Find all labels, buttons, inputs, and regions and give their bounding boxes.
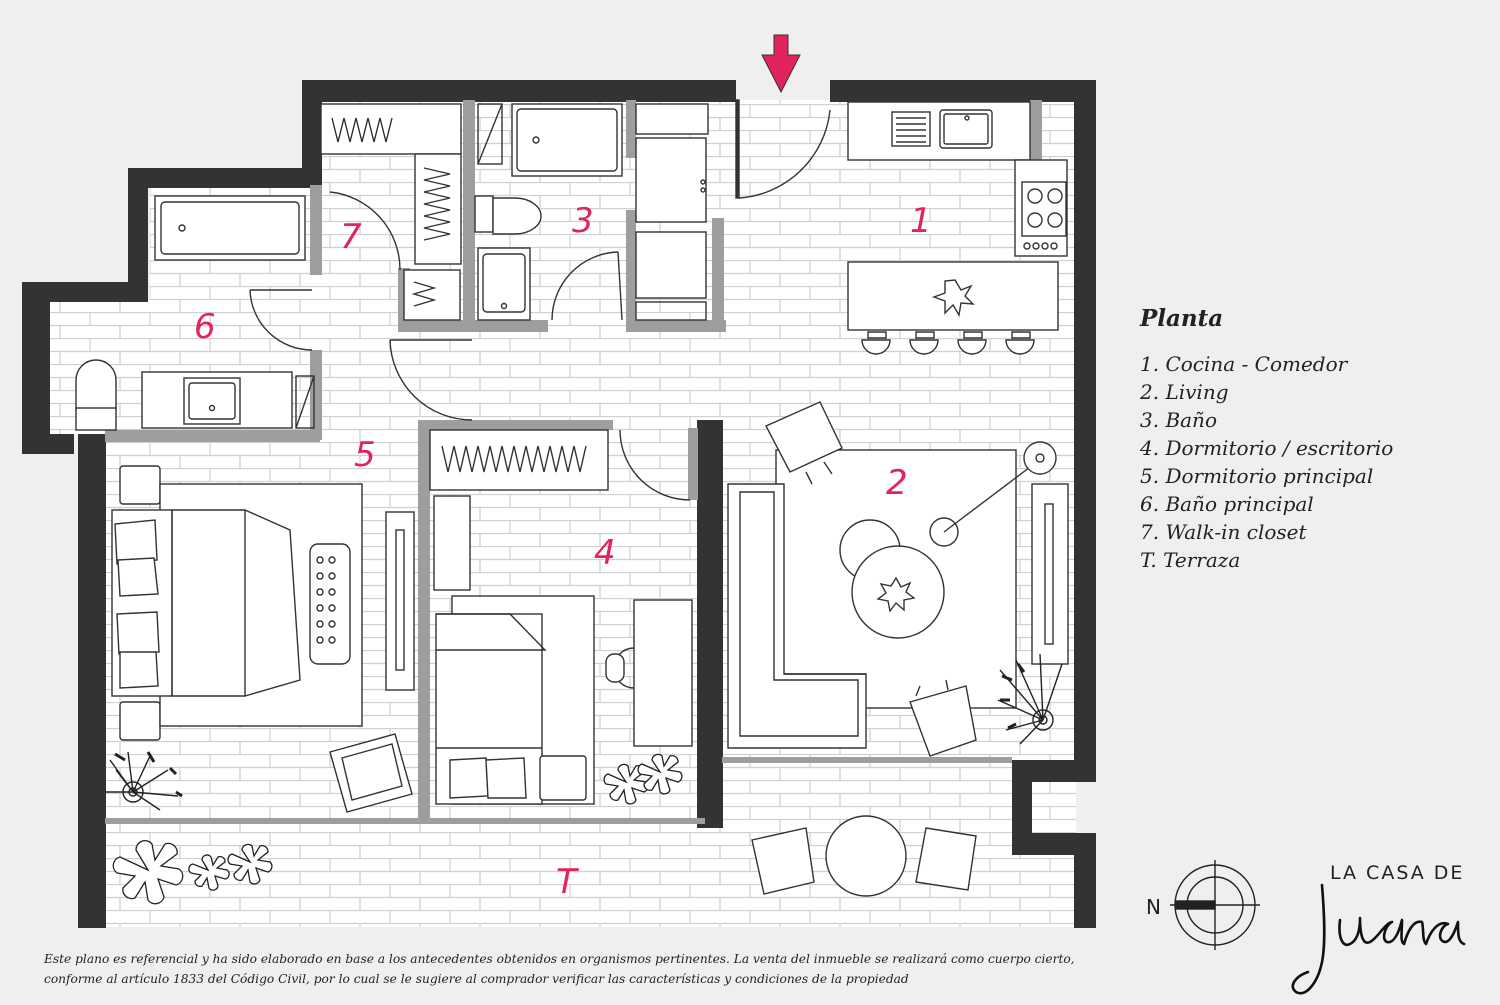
legend-title: Planta [1140, 305, 1224, 332]
flower-icon [931, 279, 975, 317]
room-label-T: T [556, 862, 579, 902]
room-label-3: 3 [572, 201, 594, 241]
brand-name-line1: LA CASA DE [1330, 862, 1465, 884]
legend-item: T. Terraza [1140, 548, 1241, 572]
legend: Planta 1. Cocina - Comedor 2. Living 3. … [1140, 305, 1393, 574]
legend-item: 4. Dormitorio / escritorio [1140, 436, 1394, 460]
legend-item: 1. Cocina - Comedor [1140, 352, 1348, 376]
room-label-2: 2 [886, 463, 908, 503]
room-label-5: 5 [354, 435, 376, 475]
compass-north-label: N [1146, 895, 1161, 919]
exterior-walls [22, 80, 1096, 928]
compass-icon [1170, 860, 1260, 950]
room-label-4: 4 [594, 533, 616, 573]
plant-icon [997, 653, 1063, 745]
legend-list: 1. Cocina - Comedor 2. Living 3. Baño 4.… [1140, 350, 1393, 574]
legend-item: 3. Baño [1140, 408, 1217, 432]
kitchen-furniture [847, 101, 1068, 355]
legend-item: 5. Dormitorio principal [1140, 464, 1374, 488]
master-bedroom-furniture [111, 465, 415, 813]
disclaimer-text: Este plano es referencial y ha sido elab… [44, 952, 1075, 986]
room-label-6: 6 [194, 307, 216, 347]
entrance-arrow-icon [761, 34, 801, 94]
room-label-7: 7 [340, 217, 362, 257]
doors [249, 99, 831, 501]
brand-logo-script [1291, 883, 1466, 995]
room-label-1: 1 [910, 201, 932, 241]
legend-item: 7. Walk-in closet [1140, 520, 1307, 544]
flower-icon [112, 753, 683, 905]
legend-item: 6. Baño principal [1140, 492, 1314, 516]
main-bathroom-fixtures [75, 195, 315, 431]
closet-shelves [320, 103, 462, 321]
plant-icon [106, 751, 183, 811]
interior-partitions [105, 100, 1042, 824]
stool-row [861, 331, 1035, 355]
living-room-furniture [727, 401, 1069, 757]
legend-item: 2. Living [1140, 380, 1229, 404]
office-bedroom-furniture [429, 429, 693, 805]
bathroom-fixtures [474, 103, 709, 321]
terrace-furniture [751, 815, 977, 897]
